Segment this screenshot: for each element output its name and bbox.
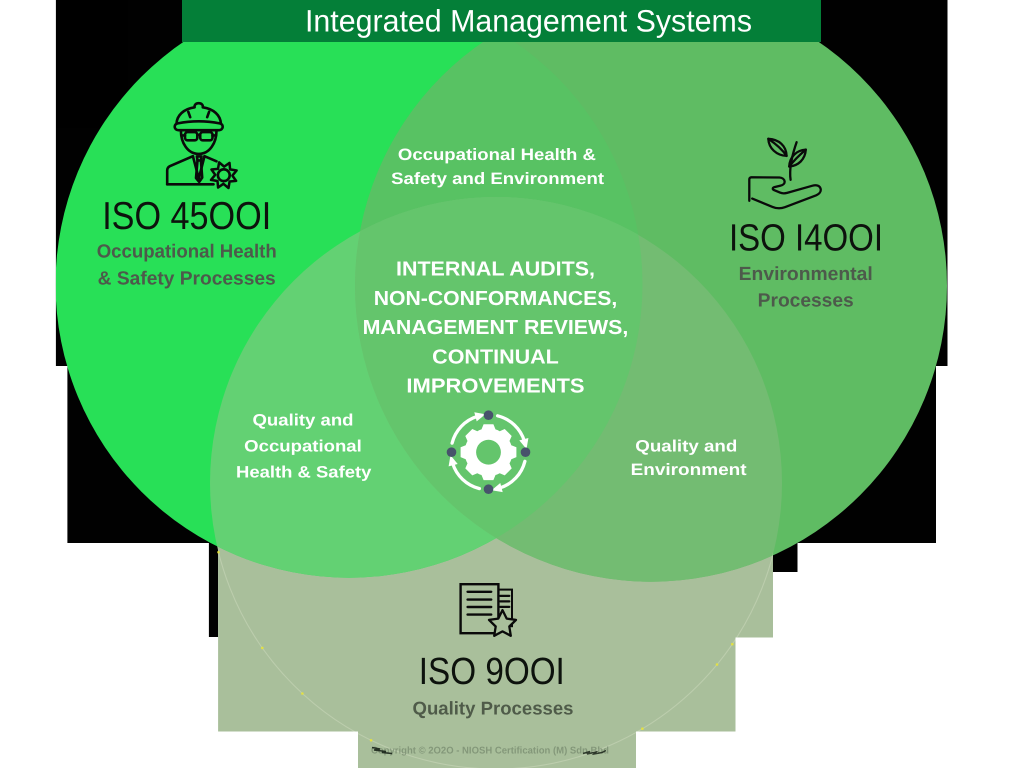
svg-text:ISO I4OOI: ISO I4OOI [729, 217, 883, 259]
svg-text:NON-CONFORMANCES,: NON-CONFORMANCES, [374, 288, 618, 310]
svg-text:Safety and Environment: Safety and Environment [391, 170, 605, 188]
svg-text:Quality and: Quality and [253, 412, 354, 430]
svg-text:Occupational: Occupational [244, 437, 362, 455]
svg-text:ISO 45OOI: ISO 45OOI [102, 195, 271, 238]
svg-text:Health & Safety: Health & Safety [236, 463, 372, 481]
svg-text:Quality and: Quality and [635, 437, 737, 455]
svg-text:MANAGEMENT REVIEWS,: MANAGEMENT REVIEWS, [363, 317, 629, 339]
svg-text:Processes: Processes [758, 291, 854, 312]
svg-text:Quality Processes: Quality Processes [413, 697, 574, 718]
svg-text:IMPROVEMENTS: IMPROVEMENTS [406, 376, 584, 398]
svg-text:ISO 9OOI: ISO 9OOI [419, 651, 565, 693]
svg-text:INTERNAL AUDITS,: INTERNAL AUDITS, [396, 259, 595, 281]
svg-text:Integrated Management Systems: Integrated Management Systems [305, 4, 752, 39]
svg-text:Environment: Environment [631, 461, 748, 479]
svg-text:CONTINUAL: CONTINUAL [432, 346, 559, 368]
svg-text:Occupational Health: Occupational Health [97, 241, 277, 262]
svg-text:Copyright © 2O2O - NIOSH Certi: Copyright © 2O2O - NIOSH Certification (… [371, 746, 609, 757]
svg-text:& Safety Processes: & Safety Processes [98, 268, 276, 289]
svg-text:Environmental: Environmental [739, 264, 873, 285]
svg-text:Occupational Health &: Occupational Health & [398, 146, 596, 164]
